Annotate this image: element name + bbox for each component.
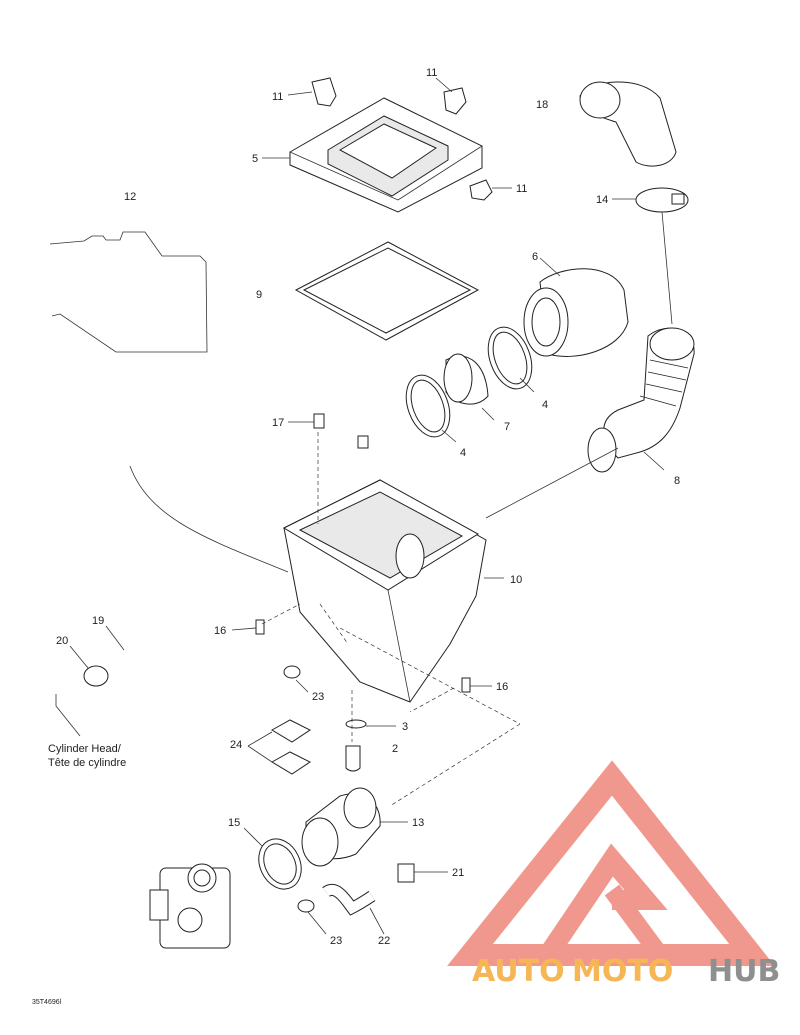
part-13-boot [301, 787, 381, 867]
part-23-clamp-upper [283, 665, 301, 679]
part-3-clip [345, 719, 367, 729]
part-4-clamp-upper [487, 326, 533, 390]
part-11-clip-lower [469, 179, 493, 201]
leader-lines [55, 77, 673, 935]
label-7: 7 [504, 421, 510, 433]
label-20: 20 [56, 635, 68, 647]
label-11: 11 [516, 183, 527, 195]
label-11: 11 [426, 67, 437, 79]
label-23: 23 [330, 935, 342, 947]
part-11-clip-left [311, 77, 337, 107]
part-11-clip-right [443, 87, 467, 115]
part-9-seal [294, 241, 480, 341]
part-10-airbox [282, 479, 487, 703]
part-12-outline [49, 231, 208, 353]
label-9: 9 [256, 289, 262, 301]
label-4: 4 [542, 399, 548, 411]
automotohub-logo [447, 760, 775, 966]
drawing-code: 35T4696l [32, 999, 62, 1006]
label-18: 18 [536, 99, 548, 111]
part-21-fitting [397, 863, 415, 883]
label-10: 10 [510, 574, 522, 586]
caption-line-2: Tête de cylindre [48, 757, 126, 769]
label-12: 12 [124, 191, 136, 203]
label-21: 21 [452, 867, 464, 879]
part-23-clamp-lower [297, 899, 315, 913]
label-11: 11 [272, 91, 283, 103]
part-20-clamp [83, 665, 109, 687]
part-7-adapter [443, 353, 489, 405]
logo-text-auto: AUTO [472, 954, 565, 989]
label-19: 19 [92, 615, 104, 627]
label-3: 3 [402, 721, 408, 733]
label-13: 13 [412, 817, 424, 829]
callout-labels: 11 11 11 18 5 12 14 6 9 4 4 7 17 8 10 16… [56, 67, 680, 947]
part-6-filter [523, 268, 629, 357]
label-16: 16 [496, 681, 508, 693]
label-6: 6 [532, 251, 538, 263]
label-17: 17 [272, 417, 284, 429]
part-24-pad-upper [271, 719, 311, 743]
part-5-lid [289, 97, 483, 213]
part-2-drain [345, 745, 361, 772]
part-15-clamp [258, 838, 302, 890]
label-5: 5 [252, 153, 258, 165]
part-16-screw-left [255, 619, 265, 635]
label-8: 8 [674, 475, 680, 487]
part-17-nut [313, 413, 369, 449]
label-15: 15 [228, 817, 240, 829]
part-24-pad-lower [271, 751, 311, 775]
carburetor [149, 863, 231, 949]
part-8-hose [587, 327, 695, 473]
part-16-screw-right [461, 677, 471, 693]
label-24: 24 [230, 739, 242, 751]
part-18-duct [579, 81, 677, 167]
part-19-hose [117, 642, 287, 695]
label-22: 22 [378, 935, 390, 947]
label-14: 14 [596, 194, 608, 206]
caption-line-1: Cylinder Head/ [48, 743, 122, 755]
part-4-clamp-lower [405, 374, 451, 438]
part-14-clamp [635, 187, 689, 213]
label-2: 2 [392, 743, 398, 755]
logo-text-moto: MOTO [572, 954, 673, 989]
logo-text-hub: HUB [708, 954, 780, 989]
label-23: 23 [312, 691, 324, 703]
label-4: 4 [460, 447, 466, 459]
label-16: 16 [214, 625, 226, 637]
part-22-hose [322, 884, 376, 916]
